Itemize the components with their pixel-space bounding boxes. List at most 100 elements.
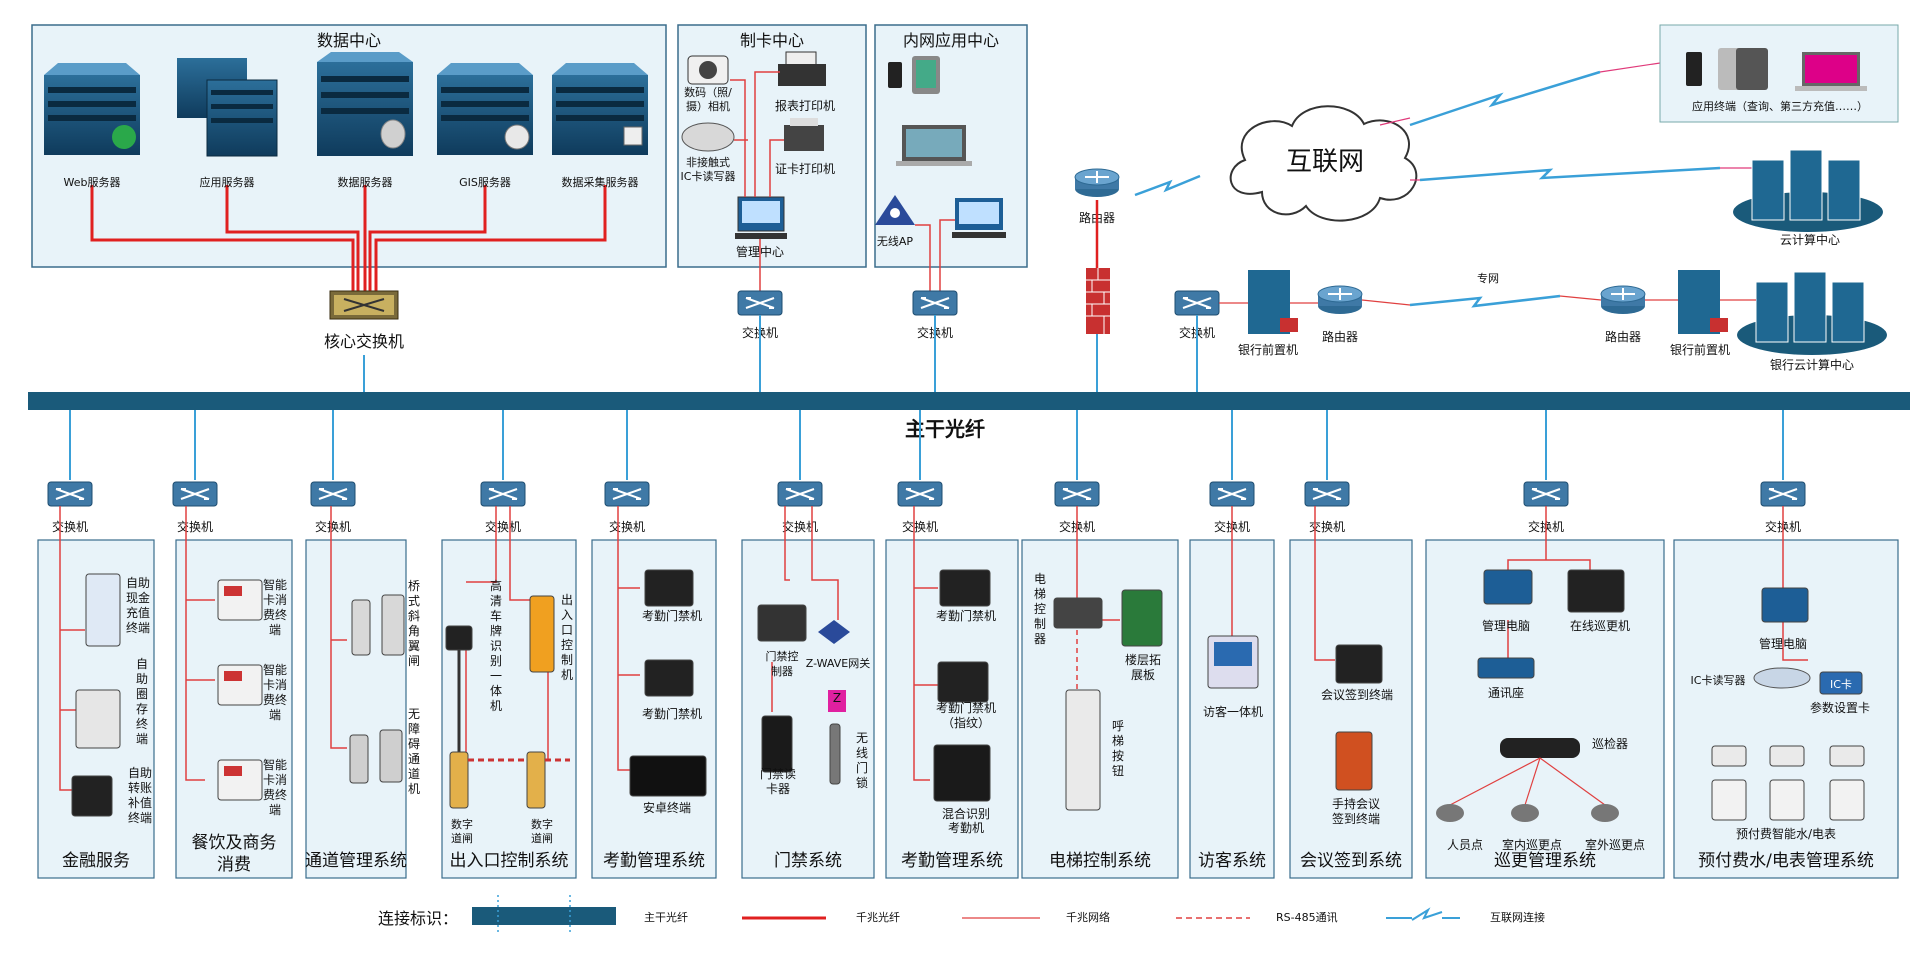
pos-terminal-label: 费终 bbox=[263, 787, 287, 802]
camera-display-icon bbox=[445, 625, 473, 651]
transfer-label: 补值 bbox=[128, 795, 152, 810]
wing-gate-label: 角 bbox=[408, 624, 420, 638]
catering-links bbox=[185, 506, 215, 781]
barrier-free-lane-label: 障 bbox=[408, 721, 420, 736]
camera-label-2: 摄）相机 bbox=[686, 99, 730, 113]
app-terminal-label: 应用终端（查询、第三方充值……） bbox=[1692, 99, 1868, 113]
laptop-icon bbox=[896, 125, 972, 166]
intranet-pc-icon bbox=[952, 198, 1006, 238]
subsystem-switch-icon bbox=[172, 481, 218, 507]
patrol-point-link bbox=[1449, 757, 1541, 806]
report-printer-icon bbox=[778, 51, 826, 86]
entry-controller-label: 出 bbox=[561, 593, 573, 607]
patrol-point-link bbox=[1539, 757, 1606, 806]
core-switch-icon bbox=[329, 290, 399, 320]
bank-links bbox=[1219, 295, 1756, 306]
subsystem-title: 通道管理系统 bbox=[305, 851, 407, 871]
subsystem-switch-label: 交换机 bbox=[52, 519, 88, 534]
firewall-icon bbox=[1086, 268, 1110, 334]
bank-cloud-center-label: 银行云计算中心 bbox=[1770, 357, 1854, 372]
bank-router-right-label: 路由器 bbox=[1605, 329, 1641, 344]
management-pc-icon bbox=[735, 196, 787, 239]
circle-deposit-label: 助 bbox=[136, 672, 148, 686]
patrol-point-icon bbox=[1511, 804, 1539, 822]
visitor-kiosk-label: 访客一体机 bbox=[1203, 704, 1263, 719]
application-server-icon bbox=[177, 58, 278, 157]
gis-server-label: GIS服务器 bbox=[459, 176, 511, 189]
call-button-label: 按 bbox=[1112, 749, 1124, 763]
barrier-free-lane-label: 碍 bbox=[408, 737, 420, 751]
legend-backbone-label: 主干光纤 bbox=[644, 910, 688, 924]
elevator-controller-icon bbox=[1053, 597, 1103, 629]
entry-controller-label: 制 bbox=[561, 653, 573, 667]
prepaid-pc-label: 管理电脑 bbox=[1759, 636, 1807, 651]
wing-gate-label: 桥 bbox=[408, 579, 420, 593]
patrol-point-icon bbox=[1436, 804, 1464, 822]
conference-link bbox=[1314, 506, 1335, 661]
subsystem-switch-label: 交换机 bbox=[902, 519, 938, 534]
circle-deposit-label: 端 bbox=[136, 732, 148, 746]
subsystem-title: 巡更管理系统 bbox=[1494, 851, 1596, 871]
server-links bbox=[90, 185, 607, 292]
legend-rs485-label: RS-485通讯 bbox=[1276, 911, 1338, 924]
pos-terminal-label: 卡消 bbox=[263, 593, 287, 607]
wireless-lock-icon bbox=[829, 723, 841, 785]
cash-recharge-label: 充值 bbox=[126, 605, 150, 620]
cash-recharge-kiosk-icon bbox=[85, 573, 121, 647]
ic-card-icon bbox=[1819, 671, 1863, 695]
electric-meter-icon bbox=[1829, 779, 1865, 821]
attendance-device-label: 考勤门禁机 bbox=[642, 608, 702, 623]
wireless-ap-icon bbox=[875, 195, 915, 225]
mobile-devices-icon bbox=[888, 56, 940, 94]
parameter-card-label: 参数设置卡 bbox=[1810, 700, 1870, 715]
turnstile-left-icon bbox=[351, 599, 371, 656]
personnel-point-label: 人员点 bbox=[1447, 838, 1483, 852]
subsystem-panel bbox=[741, 539, 875, 879]
subsystem-switch-icon bbox=[1054, 481, 1100, 507]
indoor-point-label: 室内巡更点 bbox=[1502, 837, 1562, 852]
elevator-controller-label: 梯 bbox=[1034, 587, 1046, 601]
bank-router-left-label: 路由器 bbox=[1322, 329, 1358, 344]
access-links bbox=[771, 506, 839, 712]
pos-screen-icon bbox=[224, 671, 242, 681]
circle-deposit-label: 自 bbox=[136, 657, 148, 671]
attendance-device-label: 考勤门禁机 bbox=[936, 608, 996, 623]
subsystem-title: 电梯控制系统 bbox=[1049, 851, 1151, 871]
barrier-free-lane-label: 通 bbox=[408, 752, 420, 766]
data-collection-server-label: 数据采集服务器 bbox=[562, 175, 639, 189]
entry-controller-label: 口 bbox=[561, 623, 573, 637]
circle-deposit-label: 圈 bbox=[136, 687, 148, 701]
zwave-gateway-label: Z-WAVE网关 bbox=[806, 656, 870, 670]
communication-base-label: 通讯座 bbox=[1488, 685, 1524, 700]
pos-terminal-label: 端 bbox=[269, 803, 281, 817]
subsystem-panel bbox=[1425, 539, 1665, 879]
camera-icon bbox=[687, 55, 729, 85]
visitor-screen-icon bbox=[1214, 642, 1252, 666]
bank-front-server-right-label: 银行前置机 bbox=[1670, 342, 1730, 357]
entry-controller-label: 机 bbox=[561, 668, 573, 682]
subsystem-switch-icon bbox=[1760, 481, 1806, 507]
subsystem-title: 考勤管理系统 bbox=[603, 851, 705, 871]
call-button-label: 钮 bbox=[1112, 763, 1124, 778]
wireless-lock-label: 门 bbox=[856, 760, 868, 775]
backbone-fiber bbox=[28, 392, 1910, 410]
subsystem-switch-icon bbox=[1209, 481, 1255, 507]
bank-cloud-center-icon bbox=[1737, 271, 1887, 355]
call-button-panel-icon bbox=[1065, 689, 1101, 811]
hybrid-attendance-label-1: 混合识别 bbox=[942, 806, 990, 821]
barrier-gate-left-icon bbox=[449, 751, 469, 809]
subsystem-switch-icon bbox=[310, 481, 356, 507]
subsystem-title: 考勤管理系统 bbox=[901, 851, 1003, 871]
subsystem-title: 会议签到系统 bbox=[1300, 851, 1402, 871]
internet-links bbox=[1134, 70, 1721, 308]
legend-backbone-sample bbox=[472, 895, 616, 935]
patrol-pc-label: 管理电脑 bbox=[1482, 618, 1530, 633]
outdoor-point-label: 室外巡更点 bbox=[1585, 837, 1645, 852]
subsystem-layer: 交换机金融服务交换机餐饮及商务消费交换机通道管理系统交换机出入口控制系统交换机考… bbox=[37, 410, 1899, 879]
transfer-label: 终端 bbox=[128, 810, 152, 825]
turnstile-right-icon bbox=[381, 594, 405, 656]
fingerprint-label: （指纹） bbox=[942, 715, 990, 730]
barrier-free-lane-label: 道 bbox=[408, 767, 420, 781]
attendance-device-label: 考勤门禁机 bbox=[642, 706, 702, 721]
